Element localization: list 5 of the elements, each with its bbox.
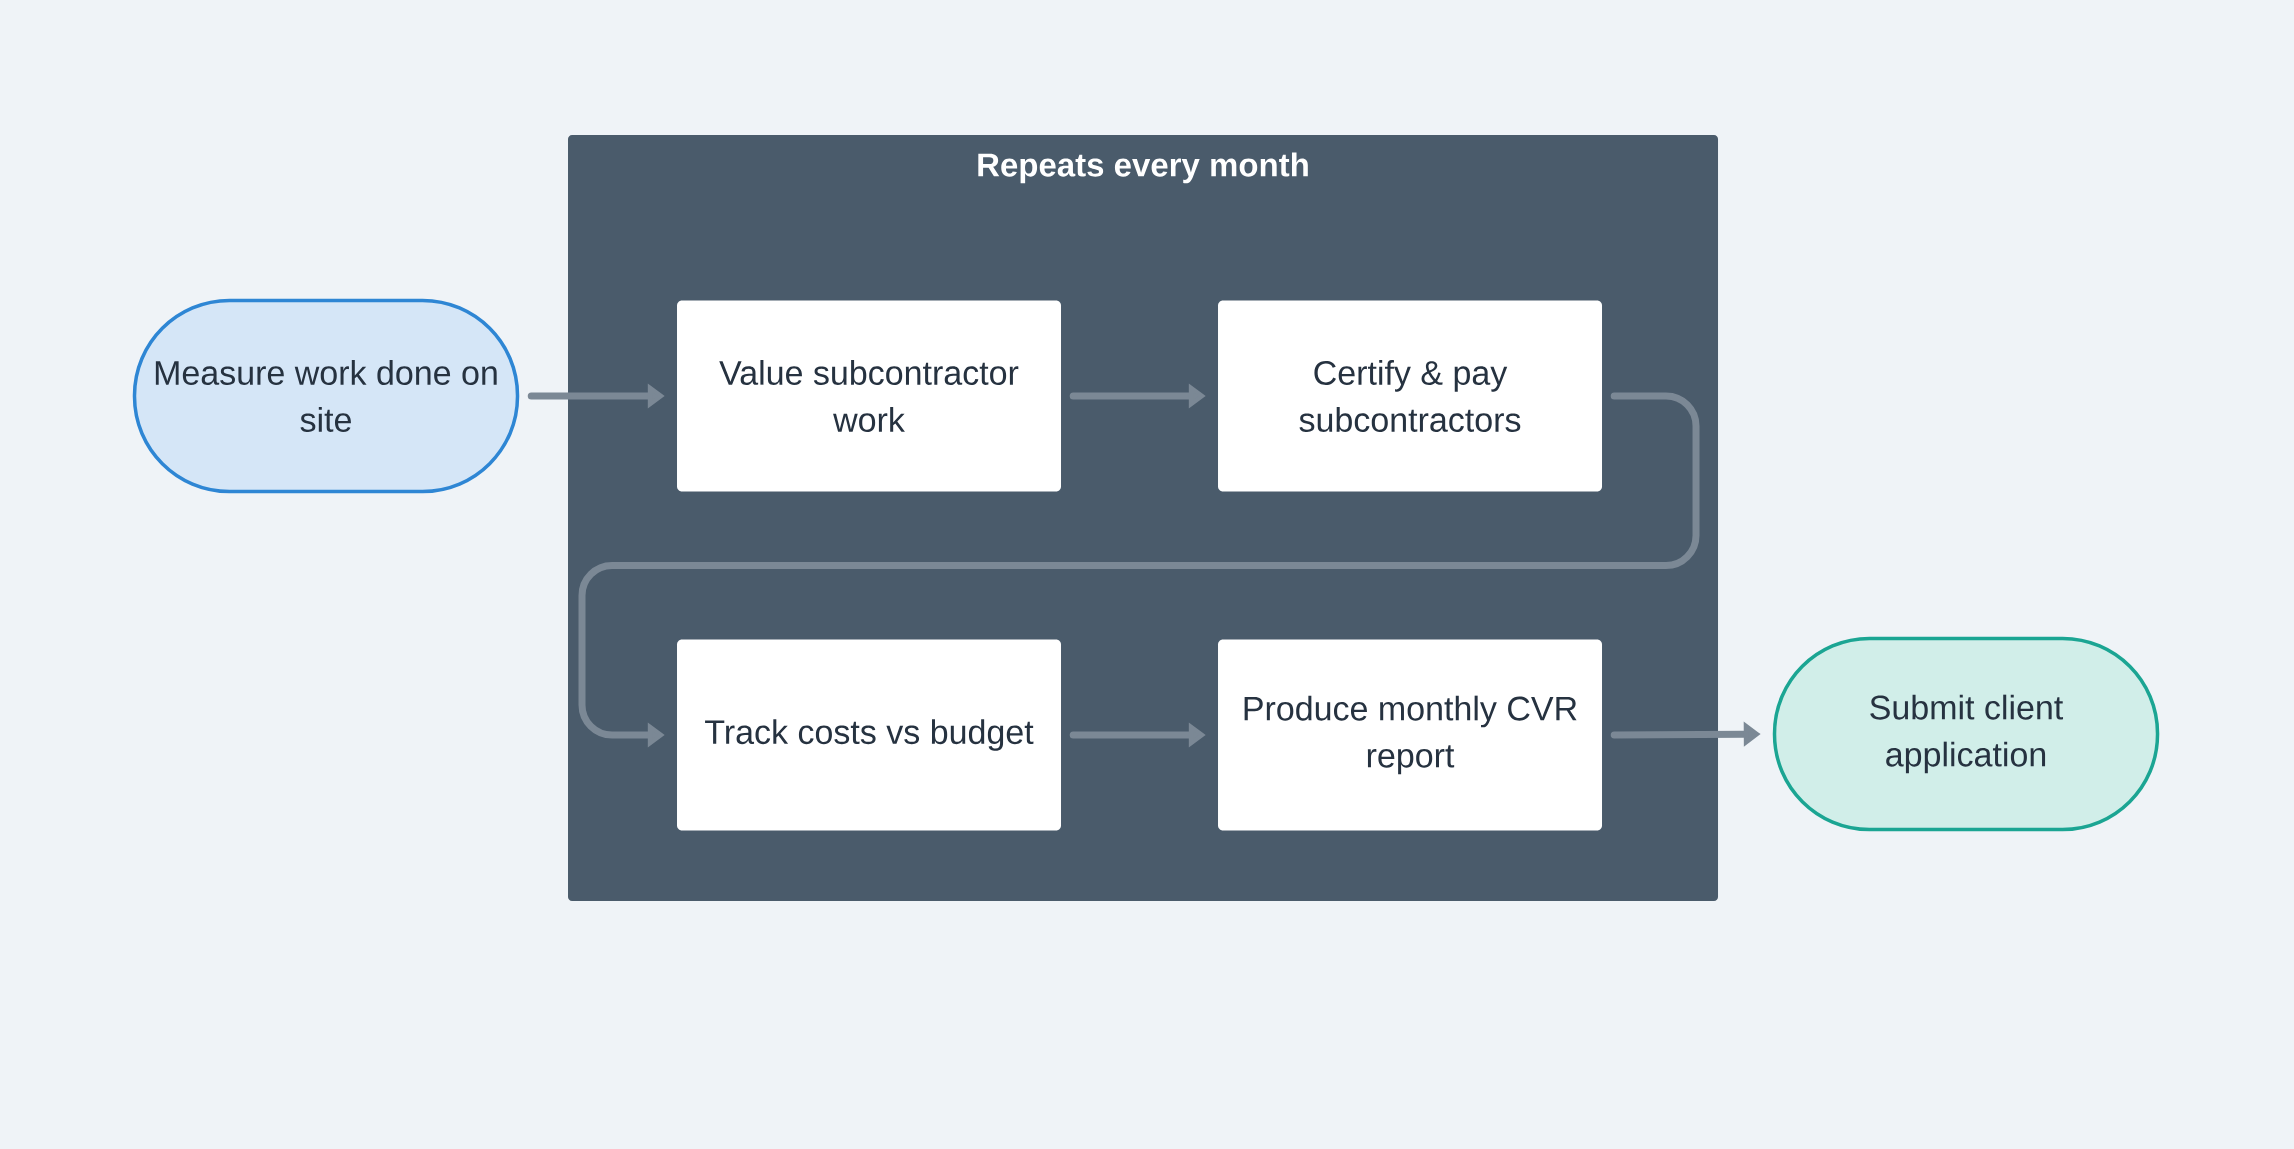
- process-box: Track costs vs budget: [677, 639, 1061, 831]
- panel-title: Repeats every month: [978, 152, 1308, 184]
- process-box: Produce monthly CVR report: [1218, 639, 1602, 831]
- process-box: Certify & pay subcontractors: [1218, 300, 1602, 492]
- process-box: Value subcontractor work: [677, 300, 1061, 492]
